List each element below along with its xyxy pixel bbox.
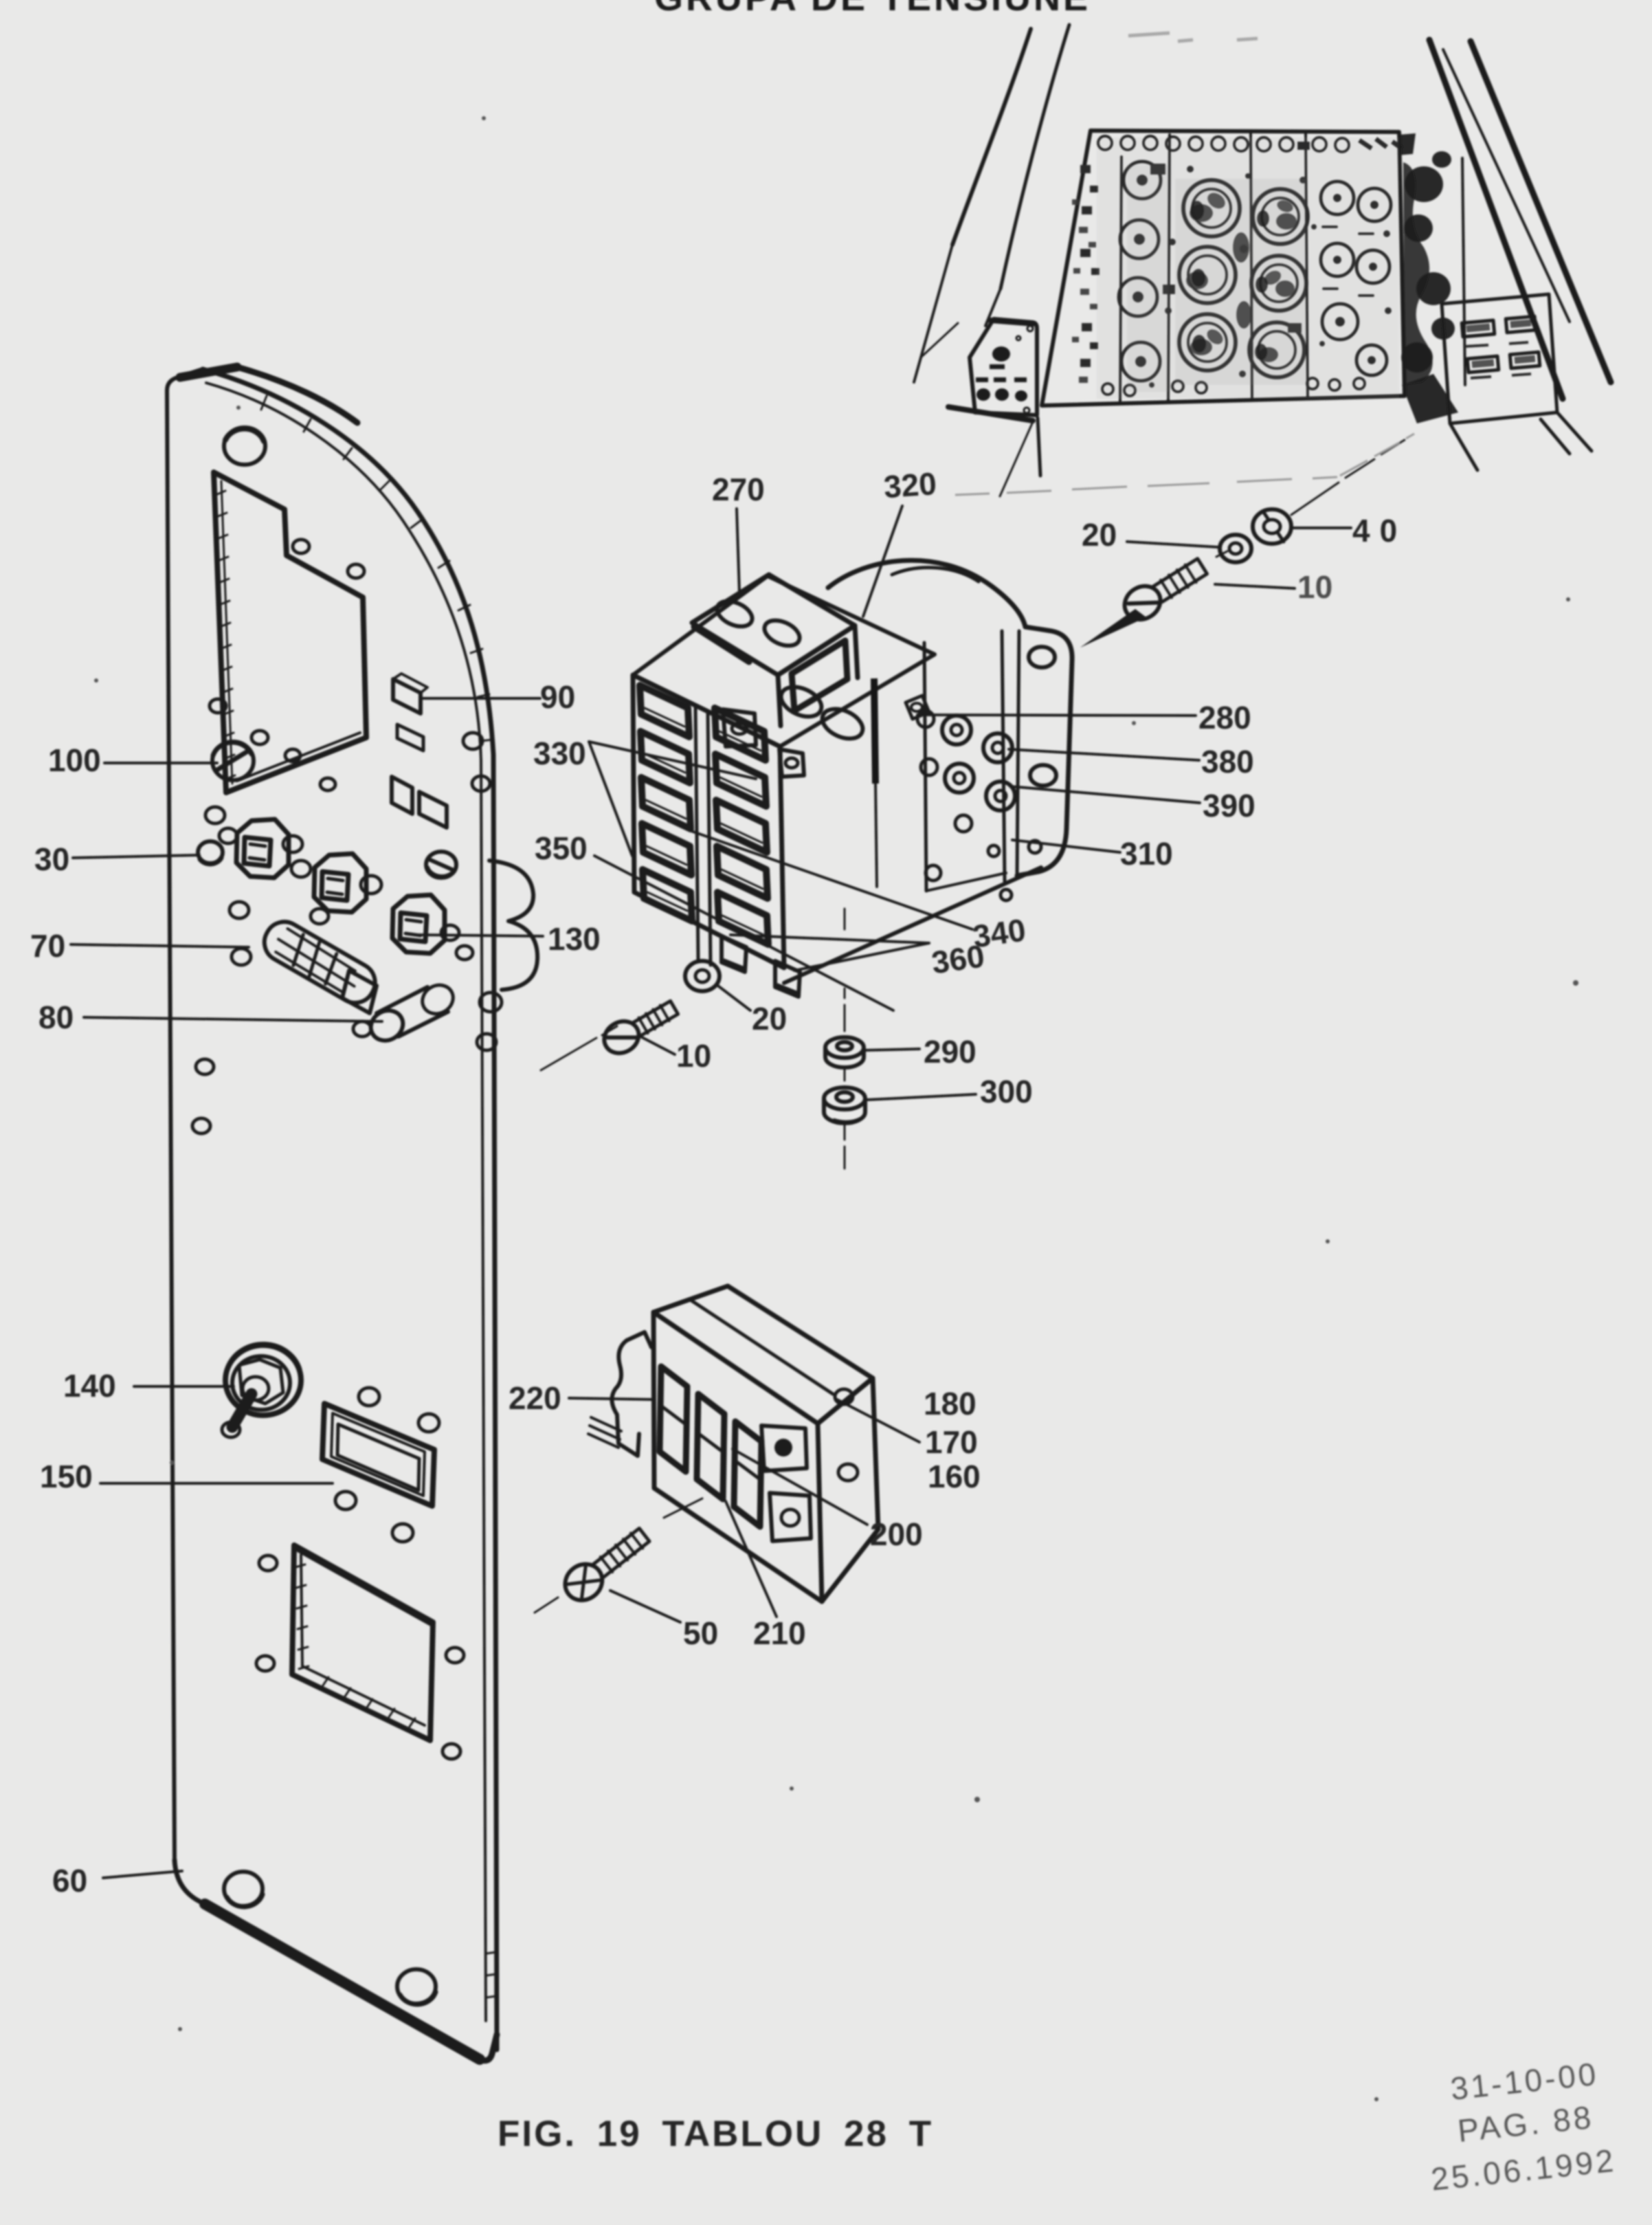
svg-text:GRUPA DE TENSIUNE: GRUPA DE TENSIUNE: [654, 0, 1091, 19]
svg-text:390: 390: [1203, 788, 1255, 823]
svg-text:330: 330: [533, 735, 586, 771]
svg-text:270: 270: [712, 472, 765, 507]
svg-text:360: 360: [929, 938, 986, 980]
svg-text:140: 140: [63, 1368, 116, 1404]
svg-text:290: 290: [924, 1034, 976, 1070]
svg-text:50: 50: [683, 1615, 718, 1651]
svg-text:FIG. 19 TABLOU 28 T: FIG. 19 TABLOU 28 T: [498, 2114, 933, 2154]
svg-text:20: 20: [1082, 517, 1117, 553]
svg-text:200: 200: [870, 1516, 923, 1552]
svg-text:40: 40: [1352, 513, 1407, 549]
svg-text:70: 70: [30, 928, 65, 964]
svg-text:30: 30: [34, 841, 69, 877]
svg-text:150: 150: [40, 1459, 93, 1494]
svg-text:10: 10: [1297, 569, 1332, 605]
svg-text:10: 10: [676, 1038, 711, 1074]
svg-text:20: 20: [752, 1001, 787, 1037]
svg-text:220: 220: [509, 1380, 561, 1416]
svg-text:340: 340: [970, 911, 1027, 954]
svg-text:380: 380: [1201, 744, 1254, 779]
svg-text:310: 310: [1120, 836, 1173, 872]
svg-text:320: 320: [882, 465, 937, 505]
svg-text:280: 280: [1198, 700, 1251, 735]
svg-text:180: 180: [924, 1386, 976, 1421]
svg-text:90: 90: [540, 679, 575, 715]
svg-text:210: 210: [753, 1615, 806, 1651]
svg-text:170: 170: [925, 1424, 978, 1460]
svg-text:100: 100: [48, 742, 101, 778]
svg-text:130: 130: [548, 921, 601, 957]
svg-text:160: 160: [928, 1459, 981, 1494]
svg-text:300: 300: [980, 1074, 1033, 1109]
svg-text:60: 60: [52, 1863, 87, 1899]
svg-text:80: 80: [38, 999, 74, 1035]
svg-text:350: 350: [535, 830, 588, 866]
